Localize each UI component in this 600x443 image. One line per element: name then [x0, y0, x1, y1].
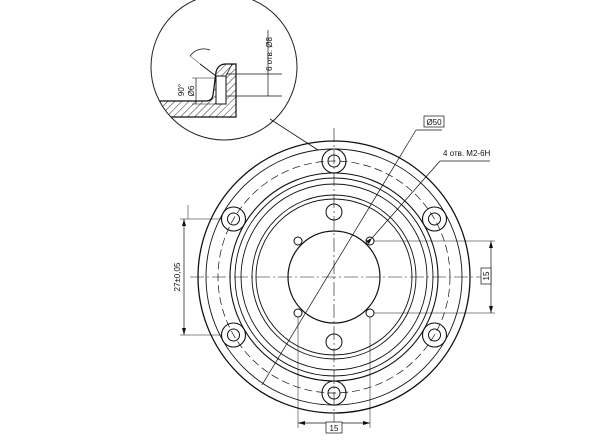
bottom-dim-label: 15 [330, 424, 339, 433]
flange-outer-circle [197, 140, 471, 414]
dimension-arrows [182, 219, 493, 425]
right-dim-label: 15 [482, 271, 491, 280]
body-ring-3 [240, 183, 428, 371]
diameter-dimension-line [261, 129, 417, 386]
main-view [180, 128, 495, 432]
flange-hole [321, 380, 347, 406]
diameter-callout-box [423, 115, 445, 128]
threaded-hole [293, 308, 303, 318]
inner-pocket [325, 203, 343, 221]
detail-hole-bore [215, 75, 227, 105]
flange-holes [220, 148, 448, 406]
threaded-hole [293, 236, 303, 246]
bottom-dim-box [325, 421, 343, 434]
flange-hole [421, 322, 448, 348]
thread-callout: 4 отв. M2-6H [443, 149, 491, 158]
thread-leader-line [371, 160, 441, 239]
right-dim-box [480, 267, 492, 285]
central-bore [287, 230, 381, 324]
flange-hole [421, 206, 448, 232]
body-ring-2 [234, 177, 434, 377]
threaded-hole [365, 308, 375, 318]
flange-hole [321, 148, 347, 174]
inner-pocket [325, 333, 343, 351]
body-ring-inner [255, 198, 413, 356]
detail-boundary-circle [150, 0, 298, 141]
holes-callout: 6 отв. Ø8 [265, 36, 274, 71]
diameter-callout: Ø50 [426, 118, 442, 127]
detail-leader-line [269, 118, 319, 151]
vertical-dim-label: 27±0,05 [173, 262, 182, 291]
body-ring-4 [251, 194, 417, 360]
detail-diameter-label: Ø6 [187, 85, 196, 96]
bolt-circle [217, 160, 451, 394]
angle-label: 90° [177, 84, 186, 96]
detail-view: 6 отв. Ø8 90° Ø6 [150, 0, 298, 141]
